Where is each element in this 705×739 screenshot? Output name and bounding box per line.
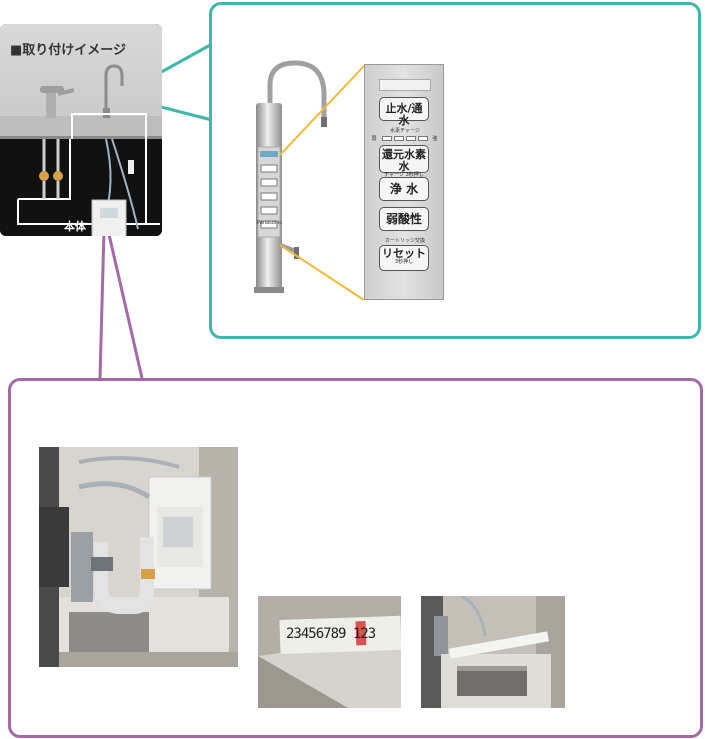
callout-lines [279,65,365,301]
purified-water-button[interactable]: 浄 水 [379,177,429,201]
cabinet-measurement-drawing [421,596,565,708]
hydrogen-water-button[interactable]: 還元水素水 チャージ 3秒押し [379,145,429,178]
under-sink-photo-drawing [39,447,238,667]
measuring-tape-digits: 23456789 123 [286,626,376,642]
charge-scale-right-label: 強 [432,136,438,142]
reset-button[interactable]: リセット 3秒押し [379,245,429,271]
measuring-tape-drawing [258,596,401,708]
install-image-title: ■取り付けイメージ [10,43,127,58]
weak-acidic-button[interactable]: 弱酸性 [379,207,429,231]
under-sink-photo [39,447,238,667]
charge-led-2 [394,136,404,141]
panel-display [379,79,431,91]
control-panel: 止水/通水 水素チャージ 弱 強 還元水素水 チャージ 3秒押し 浄 水 弱酸性… [364,64,444,300]
reset-button-sub: 3秒押し [394,259,414,266]
install-illustration [17,64,160,236]
stop-flow-button-label: 止水/通水 [385,102,423,128]
main-unit-label: 本体 [64,220,86,233]
install-image-card: ■取り付けイメージ 本体 [0,24,162,236]
cartridge-change-label: カートリッジ交換 [384,238,425,244]
reset-button-label: リセット [382,247,426,260]
control-panel-callout [209,2,701,339]
charge-scale-left-label: 弱 [371,136,377,142]
cabinet-measurement-photo [421,596,565,708]
faucet-brand-label: Panasonic [257,220,283,226]
measuring-tape-photo: 23456789 123 [258,596,401,708]
faucet-illustration [254,60,327,293]
stop-flow-button[interactable]: 止水/通水 [379,97,429,127]
charge-led-1 [382,136,392,141]
charge-led-4 [418,136,428,141]
hydrogen-water-button-label: 還元水素水 [382,148,426,174]
charge-led-3 [406,136,416,141]
hydrogen-water-button-sub: チャージ 3秒押し [384,172,424,179]
weak-acidic-button-label: 弱酸性 [385,212,422,226]
purified-water-button-label: 浄 水 [389,182,419,196]
hydrogen-charge-label: 水素チャージ [390,128,420,134]
